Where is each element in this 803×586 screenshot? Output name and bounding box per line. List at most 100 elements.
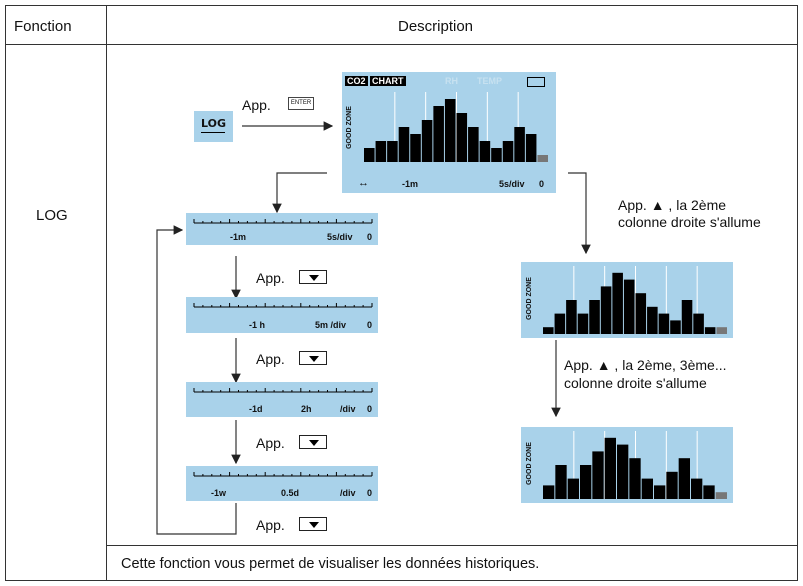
log-underline — [201, 132, 225, 133]
good-zone-label: GOOD ZONE — [345, 106, 353, 149]
step1-text-line1: App. ▲ , la 2ème — [618, 197, 727, 213]
bar — [364, 148, 375, 162]
footer-description: Cette fonction vous permet de visualiser… — [121, 556, 540, 572]
bar — [502, 141, 514, 162]
bar — [678, 458, 690, 499]
bar — [433, 106, 444, 162]
app-label-down-2: App. — [256, 351, 285, 367]
scale-2-left: -1 h — [249, 320, 266, 330]
bar — [537, 155, 548, 162]
scale-2-scale: 5m /div — [315, 320, 347, 330]
scroll-arrows-icon: ↔ — [358, 177, 369, 189]
bar — [577, 313, 589, 334]
bar — [654, 485, 666, 499]
bar — [387, 141, 398, 162]
scale-4-mid: 0.5d — [281, 488, 300, 498]
bar — [681, 300, 693, 334]
scale-3-mid: 2h — [301, 404, 312, 414]
scale-3-left: -1d — [249, 404, 263, 414]
scale-3-end: 0 — [367, 404, 373, 414]
footer-divider — [106, 545, 798, 546]
bar — [525, 134, 537, 162]
down-triangle-icon — [309, 522, 319, 528]
step2-text-line2: colonne droite s'allume — [564, 375, 707, 391]
scale-ruler-4 — [193, 472, 373, 477]
bar — [444, 99, 456, 162]
bar — [543, 485, 555, 499]
bar — [491, 148, 502, 162]
scale-1-left: -1m — [230, 232, 247, 242]
bar — [555, 465, 567, 499]
tag-co2: CO2 — [345, 76, 368, 86]
bar — [398, 127, 410, 162]
down-triangle-icon — [309, 356, 319, 362]
bar — [421, 120, 433, 162]
app-label-enter: App. — [242, 97, 271, 113]
bar — [567, 478, 579, 499]
bar — [566, 300, 577, 334]
chart-display-3: GOOD ZONE — [521, 427, 733, 503]
tag-chart: CHART — [370, 76, 406, 86]
good-zone-label-3: GOOD ZONE — [525, 442, 533, 485]
bar — [604, 437, 616, 499]
tag-rh: RH — [445, 76, 458, 86]
scale-ruler-1 — [193, 219, 373, 224]
down-key-1 — [299, 270, 327, 284]
log-button-label: LOG — [201, 117, 226, 130]
scale-panel-4: -1w 0.5d /div 0 — [186, 466, 378, 501]
bar — [715, 492, 727, 499]
tag-temp: TEMP — [477, 76, 503, 86]
main-time-left: -1m — [402, 179, 419, 189]
header-function: Fonction — [14, 18, 72, 35]
down-key-3 — [299, 435, 327, 449]
bar — [543, 327, 554, 334]
main-bar-chart — [364, 92, 548, 162]
scale-1-scale: 5s/div — [327, 232, 353, 242]
bar — [623, 279, 635, 334]
function-table — [5, 5, 798, 581]
down-triangle-icon — [309, 440, 319, 446]
scale-4-scale: /div — [340, 488, 356, 498]
bar — [617, 444, 629, 499]
bar — [716, 327, 727, 334]
scale-panel-2: -1 h 5m /div 0 — [186, 297, 378, 333]
scale-panel-1: -1m 5s/div 0 — [186, 213, 378, 245]
app-label-down-1: App. — [256, 270, 285, 286]
log-button: LOG — [194, 111, 233, 142]
main-end: 0 — [539, 179, 545, 189]
scale-3-scale: /div — [340, 404, 356, 414]
step2-text-line1: App. ▲ , la 2ème, 3ème... — [564, 357, 727, 373]
bar — [612, 272, 623, 334]
bar — [592, 451, 604, 499]
bar — [704, 327, 716, 334]
bar — [456, 113, 468, 162]
header-description: Description — [398, 18, 474, 35]
bar — [670, 320, 681, 334]
header-divider — [5, 44, 798, 45]
chart-display-2: GOOD ZONE — [521, 262, 733, 338]
bar — [589, 300, 600, 334]
bar — [479, 141, 491, 162]
bar — [647, 306, 658, 334]
bar — [468, 127, 479, 162]
bar — [514, 127, 525, 162]
down-key-2 — [299, 351, 327, 365]
bar — [658, 313, 670, 334]
bar — [666, 471, 678, 499]
bar — [703, 485, 715, 499]
scale-1-end: 0 — [367, 232, 373, 242]
battery-icon — [527, 77, 545, 87]
bar — [554, 313, 566, 334]
bar — [693, 313, 704, 334]
bar — [600, 286, 612, 334]
bar — [410, 134, 421, 162]
chart-2-bars — [543, 266, 727, 334]
scale-panel-3: -1d 2h /div 0 — [186, 382, 378, 417]
bar — [691, 478, 703, 499]
enter-key: ENTER — [288, 97, 314, 110]
bar — [375, 141, 387, 162]
main-scale: 5s/div — [499, 179, 525, 189]
step1-text-line2: colonne droite s'allume — [618, 214, 761, 230]
app-label-down-4: App. — [256, 517, 285, 533]
